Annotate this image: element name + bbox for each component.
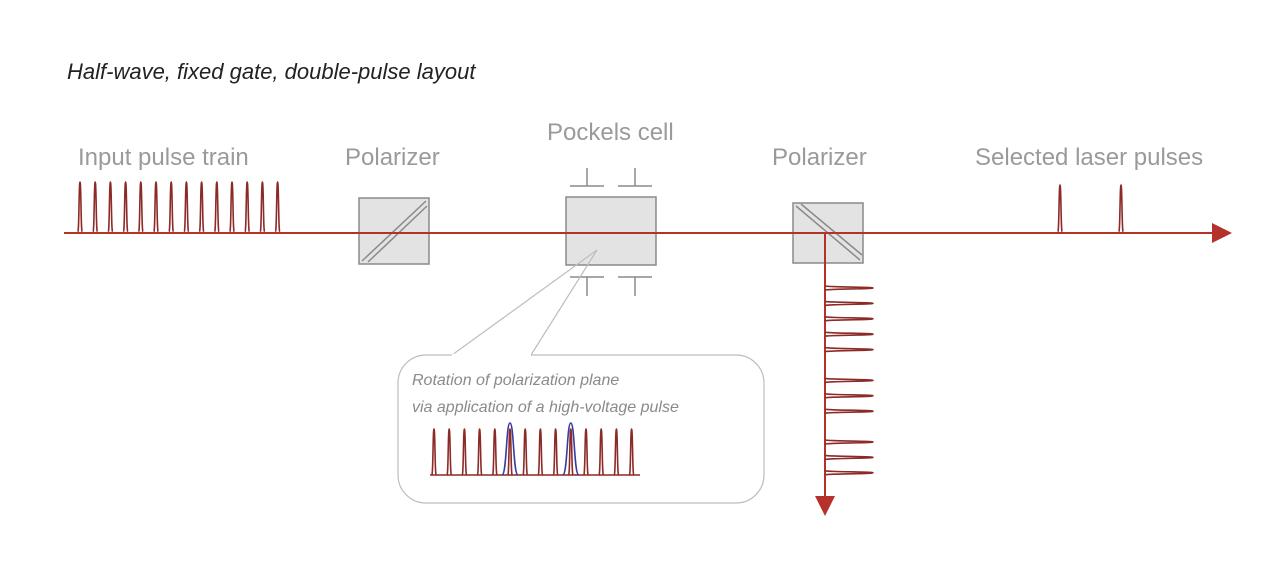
high-voltage-pulse bbox=[562, 422, 580, 476]
input-pulse bbox=[213, 181, 220, 233]
rejected-pulse bbox=[824, 408, 874, 415]
rejected-pulse bbox=[824, 439, 874, 445]
callout-text-line-1: Rotation of polarization plane bbox=[412, 372, 619, 389]
callout: Rotation of polarization plane via appli… bbox=[397, 249, 765, 504]
rejected-pulse bbox=[824, 315, 874, 322]
callout-pulse bbox=[552, 428, 559, 476]
callout-pulse bbox=[431, 428, 437, 476]
rejected-pulse bbox=[824, 300, 874, 307]
rejected-pulse bbox=[824, 454, 874, 461]
callout-text-line-2: via application of a high-voltage pulse bbox=[412, 399, 679, 416]
high-voltage-pulse bbox=[501, 422, 519, 476]
input-pulse bbox=[183, 181, 190, 233]
input-pulse bbox=[198, 181, 205, 233]
label-pockels-cell: Pockels cell bbox=[547, 119, 674, 146]
callout-pulse bbox=[613, 428, 620, 476]
selected-pulse-train bbox=[1057, 184, 1124, 233]
callout-pulse bbox=[583, 428, 589, 476]
selected-pulse bbox=[1118, 184, 1124, 233]
input-pulse bbox=[229, 181, 235, 233]
pockels-cell bbox=[565, 168, 657, 296]
polarizer-1 bbox=[358, 197, 430, 265]
callout-pointer bbox=[451, 249, 598, 356]
rejected-pulse bbox=[824, 377, 874, 384]
callout-pulse-train bbox=[430, 422, 640, 476]
callout-pulse bbox=[507, 428, 513, 476]
rejected-pulse bbox=[824, 346, 874, 353]
input-pulse-train bbox=[77, 181, 281, 233]
callout-pulse bbox=[598, 428, 605, 476]
callout-pulse bbox=[461, 428, 468, 476]
callout-pulse bbox=[537, 428, 544, 476]
input-pulse bbox=[92, 181, 99, 233]
input-pulse bbox=[137, 181, 144, 233]
rejected-pulse bbox=[824, 331, 874, 338]
input-pulse bbox=[77, 181, 83, 233]
input-pulse bbox=[153, 181, 159, 233]
polarizer-1-diagonal-a bbox=[361, 200, 427, 262]
callout-pulse bbox=[446, 428, 453, 476]
input-pulse bbox=[274, 181, 281, 233]
rejected-pulse-train bbox=[824, 285, 874, 476]
input-pulse bbox=[107, 181, 114, 233]
input-pulse bbox=[259, 181, 266, 233]
pockels-cell-body bbox=[565, 196, 657, 266]
rejected-pulse bbox=[824, 392, 874, 399]
callout-pulse bbox=[628, 428, 635, 476]
polarizer-2-diagonal-b bbox=[800, 203, 863, 256]
callout-pulse bbox=[476, 428, 483, 476]
diagram-title: Half-wave, fixed gate, double-pulse layo… bbox=[67, 59, 476, 84]
callout-pulse bbox=[491, 428, 498, 476]
label-selected-laser-pulses: Selected laser pulses bbox=[975, 144, 1203, 171]
callout-pulse bbox=[567, 428, 574, 476]
callout-pulse bbox=[522, 428, 529, 476]
rejected-pulse bbox=[824, 285, 874, 291]
label-input-pulse-train: Input pulse train bbox=[78, 144, 249, 171]
selected-pulse bbox=[1057, 184, 1063, 233]
label-polarizer-2: Polarizer bbox=[772, 144, 867, 171]
label-polarizer-1: Polarizer bbox=[345, 144, 440, 171]
input-pulse bbox=[244, 181, 251, 233]
input-pulse bbox=[122, 181, 129, 233]
rejected-pulse bbox=[824, 469, 874, 476]
input-pulse bbox=[168, 181, 175, 233]
callout-box bbox=[397, 354, 765, 504]
